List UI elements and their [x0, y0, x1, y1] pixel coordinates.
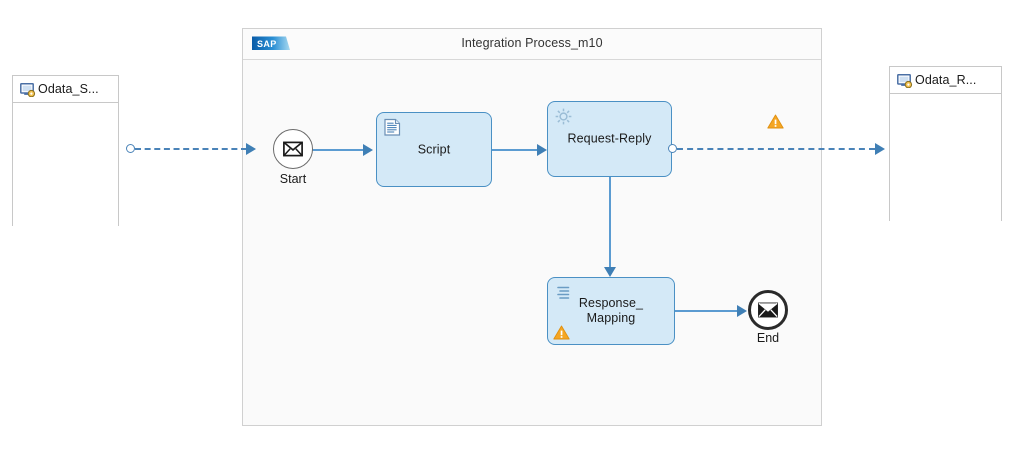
system-monitor-icon — [897, 74, 913, 89]
start-event[interactable]: Start — [273, 129, 313, 186]
task-script[interactable]: Script — [376, 112, 492, 187]
flow-requestreply-to-mapping — [609, 155, 611, 269]
flow-script-to-requestreply-arrowhead — [537, 144, 547, 156]
message-mapping-icon — [554, 283, 573, 302]
system-monitor-icon — [20, 83, 36, 98]
pool-body: Start — [243, 60, 821, 425]
flow-requestreply-to-mapping-arrowhead — [604, 267, 616, 277]
script-document-icon — [383, 118, 402, 137]
svg-text:SAP: SAP — [257, 39, 277, 49]
task-response-mapping[interactable]: Response_ Mapping — [547, 277, 675, 345]
flow-start-to-script-arrowhead — [363, 144, 373, 156]
participant-sender-body — [13, 103, 118, 226]
integration-process-pool[interactable]: SAP Integration Process_m10 — [242, 28, 822, 426]
end-event-label: End — [756, 331, 780, 345]
pool-title: Integration Process_m10 — [461, 36, 603, 50]
warning-triangle-icon[interactable] — [767, 114, 784, 129]
pool-header: SAP Integration Process_m10 — [243, 29, 821, 60]
message-flow-sender-to-start — [135, 148, 247, 150]
task-response-mapping-label: Response_ Mapping — [578, 296, 644, 325]
end-event[interactable]: End — [748, 290, 788, 345]
flow-start-to-script — [309, 149, 364, 151]
message-flow-receiver-arrowhead — [875, 143, 885, 155]
flow-script-to-requestreply — [492, 149, 538, 151]
sap-logo: SAP — [252, 36, 290, 52]
message-flow-requestreply-endpoint — [668, 144, 677, 153]
participant-receiver[interactable]: Odata_R... — [889, 66, 1002, 221]
message-envelope-icon — [283, 141, 303, 157]
participant-receiver-body — [890, 94, 1001, 221]
participant-receiver-label: Odata_R... — [915, 73, 977, 87]
participant-sender-label: Odata_S... — [38, 82, 99, 96]
flow-mapping-to-end — [675, 310, 739, 312]
task-request-reply-label: Request-Reply — [567, 131, 652, 146]
message-flow-sender-arrowhead — [246, 143, 256, 155]
start-event-label: Start — [279, 172, 307, 186]
participant-sender[interactable]: Odata_S... — [12, 75, 119, 226]
message-flow-sender-endpoint — [126, 144, 135, 153]
participant-sender-header: Odata_S... — [13, 76, 118, 103]
task-request-reply[interactable]: Request-Reply — [547, 101, 672, 177]
message-envelope-icon — [758, 302, 778, 318]
task-script-label: Script — [417, 142, 451, 156]
warning-triangle-icon[interactable] — [553, 325, 570, 340]
participant-receiver-header: Odata_R... — [890, 67, 1001, 94]
gear-icon — [554, 107, 573, 126]
message-flow-requestreply-to-receiver — [677, 148, 875, 150]
flow-mapping-to-end-arrowhead — [737, 305, 747, 317]
